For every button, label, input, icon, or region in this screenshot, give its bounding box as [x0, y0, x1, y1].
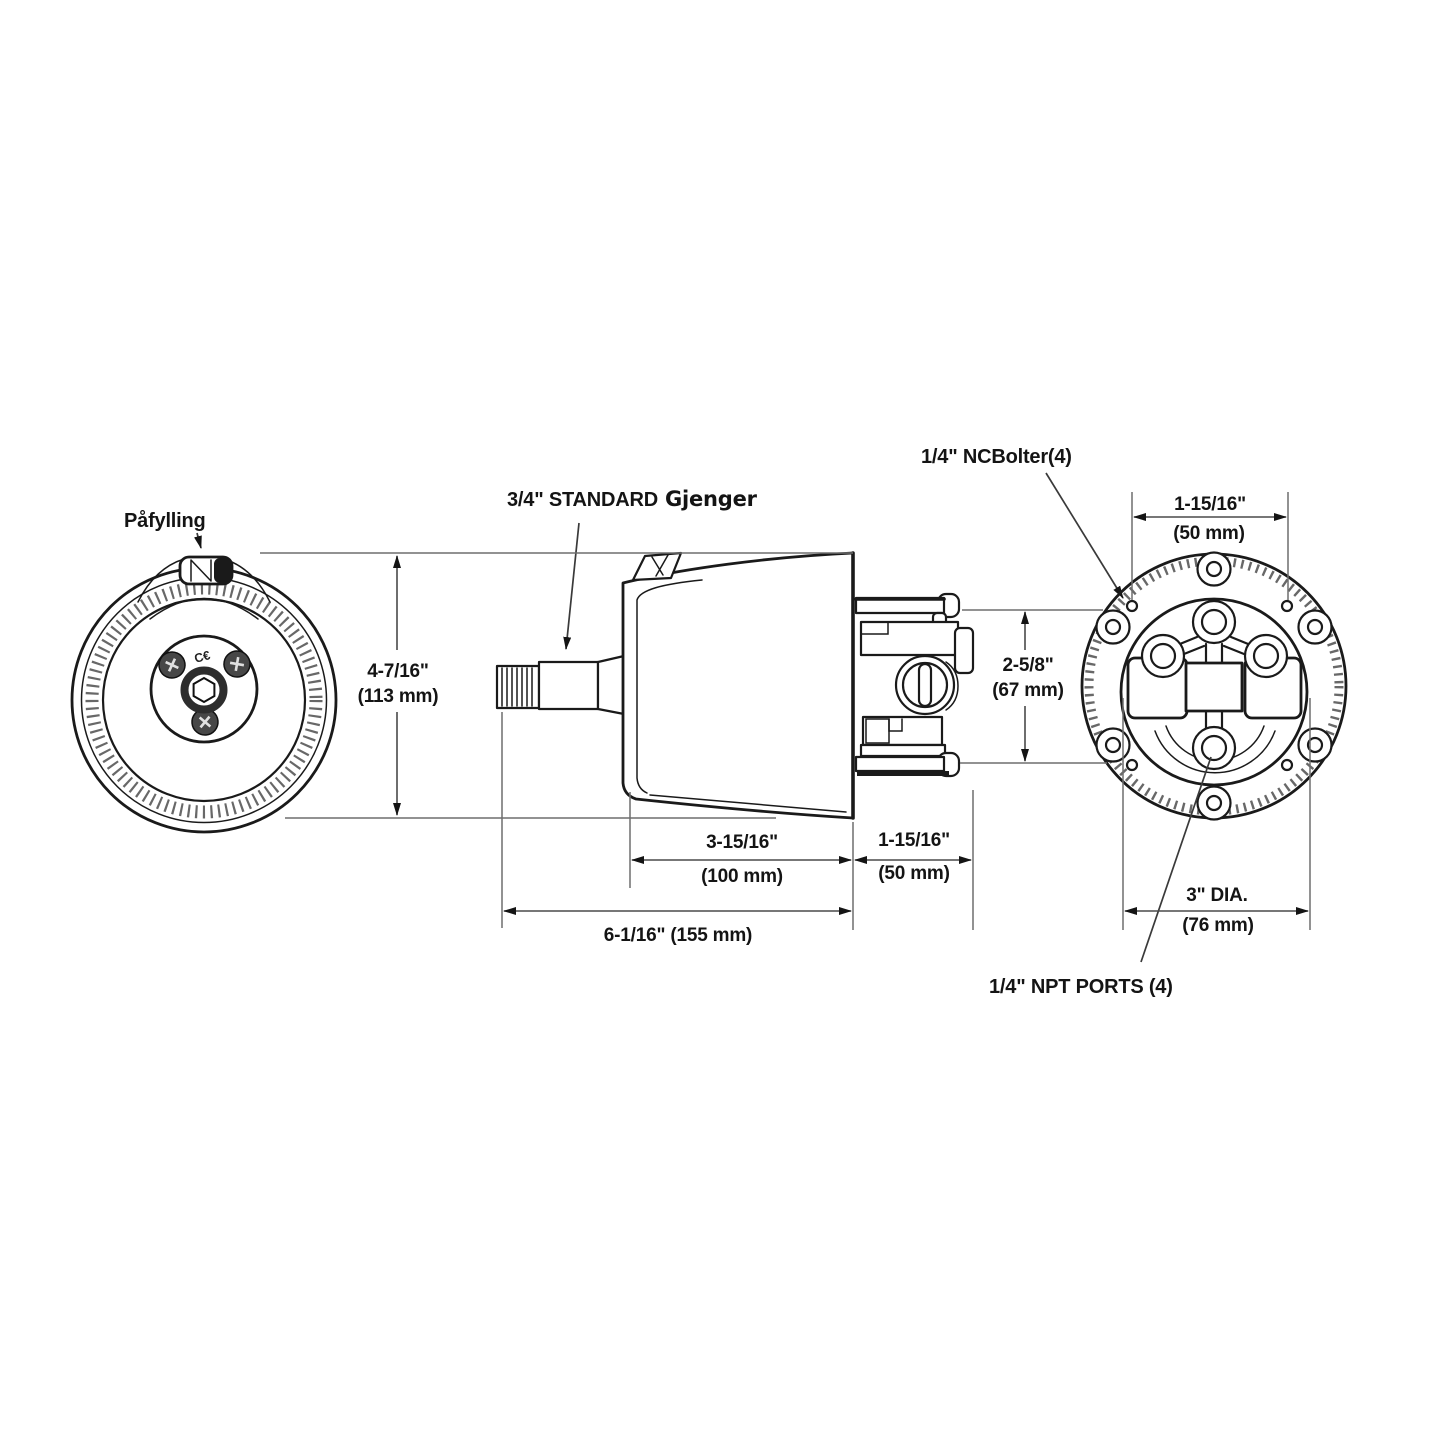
- dim-boltspacing-mm: (50 mm): [1173, 523, 1244, 544]
- screw: [191, 708, 219, 736]
- npt-ports: [1140, 599, 1289, 771]
- side-view: [495, 551, 975, 820]
- npt-port: [1243, 633, 1289, 679]
- shaft-knurling: [501, 667, 533, 707]
- dim-cylinder-diameter: 3" DIA. (76 mm): [1122, 698, 1311, 936]
- npt-port: [1140, 633, 1186, 679]
- rear-bracket: [854, 592, 975, 778]
- lower-bar: [859, 743, 947, 758]
- dim-dia-in: 3" DIA.: [1186, 885, 1247, 906]
- npt-callout: 1/4" NPT PORTS (4): [989, 756, 1212, 998]
- nc-bolt-hole: [1125, 758, 1139, 772]
- thread-spec-text: 3/4" STANDARD: [507, 489, 658, 511]
- port-tubes: [1173, 635, 1255, 731]
- mount-ear: [1297, 609, 1333, 645]
- flange-ears: [1095, 551, 1333, 821]
- thread-callout: 3/4" STANDARD Gjenger: [507, 487, 758, 650]
- ce-mark: C€: [193, 648, 212, 666]
- port-slot: [917, 662, 933, 708]
- ncbolt-callout: 1/4" NCBolter(4): [921, 446, 1124, 599]
- dim-height: 4-7/16" (113 mm): [260, 552, 853, 819]
- thread-label: 3/4" STANDARD Gjenger: [507, 487, 758, 511]
- upper-block: [859, 620, 960, 657]
- thread-variant-text: Gjenger: [665, 487, 758, 511]
- filler-label: Påfylling: [124, 509, 206, 532]
- step-arc: [1154, 730, 1276, 774]
- dim-overall-length: 6-1/16" (155 mm): [501, 712, 852, 946]
- center-block: [1184, 661, 1244, 713]
- nc-bolt-hole: [1280, 599, 1294, 613]
- hex-socket: [192, 676, 216, 704]
- rear-view: [1080, 551, 1348, 821]
- dim-port-span: 2-5/8" (67 mm): [960, 609, 1107, 764]
- nc-bolt-hole: [1125, 599, 1139, 613]
- bottom-bar-shadow: [857, 771, 949, 776]
- right-column: [953, 626, 975, 675]
- filler-callout: Påfylling: [124, 509, 206, 549]
- dim-rear-in: 1-15/16": [878, 830, 950, 851]
- nc-bolt-hole: [1280, 758, 1294, 772]
- mount-ear: [1196, 551, 1232, 587]
- dim-portspan-mm: (67 mm): [992, 680, 1063, 701]
- pump-housing: [621, 551, 855, 820]
- dim-body-in: 3-15/16": [706, 832, 778, 853]
- npt-label: 1/4" NPT PORTS (4): [989, 976, 1173, 998]
- mount-ear: [1095, 609, 1131, 645]
- nc-bolt-holes: [1125, 599, 1294, 772]
- npt-leader: [1140, 756, 1212, 963]
- npt-port: [1191, 725, 1237, 771]
- ncbolt-label: 1/4" NCBolter(4): [921, 446, 1072, 468]
- mount-ear: [1196, 785, 1232, 821]
- dim-height-in: 4-7/16": [367, 661, 428, 682]
- screw: [158, 651, 186, 679]
- dim-bolt-spacing: 1-15/16" (50 mm): [1131, 492, 1289, 600]
- dim-body-length: 3-15/16" (100 mm): [629, 792, 854, 930]
- dim-overall: 6-1/16" (155 mm): [604, 925, 752, 946]
- dim-dia-mm: (76 mm): [1182, 915, 1253, 936]
- shaft-hub: C€: [149, 634, 259, 744]
- filler-cap-front: [178, 555, 234, 586]
- mount-ear: [1095, 727, 1131, 763]
- thread-leader: [563, 522, 580, 650]
- dim-portspan-in: 2-5/8": [1002, 655, 1053, 676]
- dim-rear-length: 1-15/16" (50 mm): [854, 790, 974, 930]
- dim-height-mm: (113 mm): [358, 686, 439, 707]
- dim-body-mm: (100 mm): [701, 866, 783, 887]
- dim-rear-mm: (50 mm): [878, 863, 949, 884]
- npt-port: [1191, 599, 1237, 645]
- dim-boltspacing-in: 1-15/16": [1174, 494, 1246, 515]
- mount-ear: [1297, 727, 1333, 763]
- front-view: C€: [70, 555, 338, 834]
- screw: [223, 650, 251, 678]
- filler-leader: [194, 532, 202, 549]
- filler-cap-dark-end: [214, 558, 232, 583]
- bottom-mount-bar: [854, 755, 946, 773]
- ncbolt-leader: [1045, 472, 1124, 599]
- steering-shaft: [495, 654, 626, 716]
